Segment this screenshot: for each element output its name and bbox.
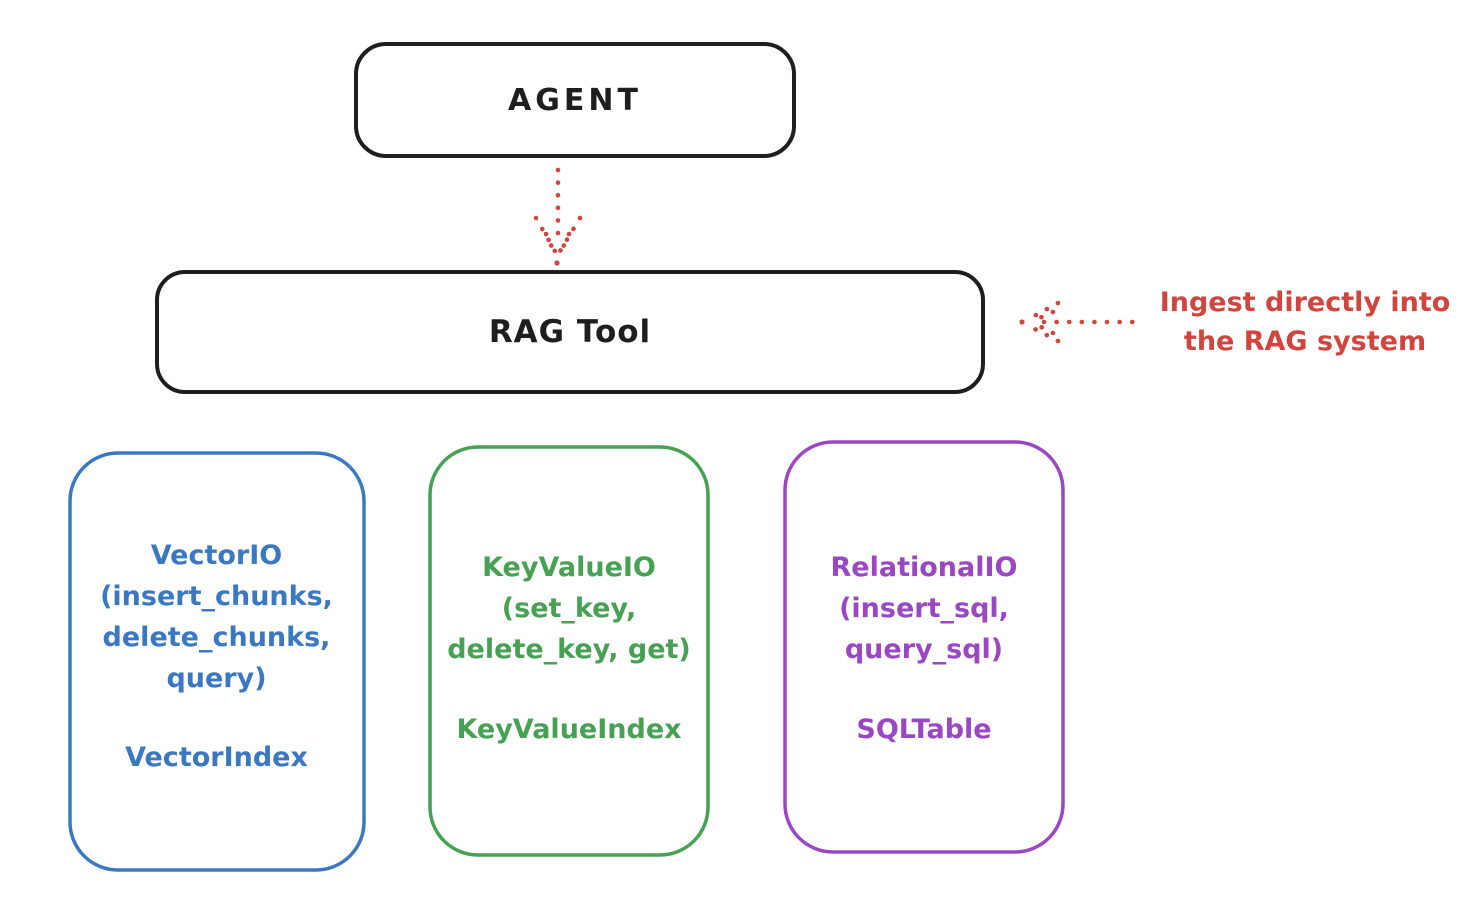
vector-index-label: VectorIndex [125,742,308,773]
arrow-wing-inner-right [556,231,572,259]
annotation-arrow-tip-dot [1019,319,1025,325]
arrow-wing-inner-bottom [1028,319,1056,336]
relational-io-title: RelationalIO [830,552,1018,583]
sql-table-label: SQLTable [856,714,992,745]
agent-box-label: AGENT [508,82,642,118]
relational-io-box-outline [783,440,1065,854]
keyvalue-io-methods: KeyValueIO (set_key, delete_key, get) [429,547,709,670]
vector-io-box-outline [68,451,366,872]
vector-io-methods: VectorIO (insert_chunks, delete_chunks, … [68,535,365,699]
keyvalue-io-method-line: delete_key, get) [447,634,691,665]
rag-tool-box-outline [155,270,985,394]
keyvalue-index-label: KeyValueIndex [456,714,682,745]
vector-io-method-line: query) [166,663,267,694]
keyvalue-io-method-line: (set_key, [501,593,637,624]
agent-box-outline [354,42,796,158]
annotation-to-rag-arrow [1024,300,1136,344]
arrow-wing-inner-top [1028,309,1056,325]
relational-io-methods: RelationalIO (insert_sql, query_sql) [784,547,1064,670]
keyvalue-io-box-outline [428,445,710,857]
relational-io-method-line: (insert_sql, [839,593,1009,624]
ingest-annotation: Ingest directly into the RAG system [1138,283,1472,361]
vector-io-method-line: delete_chunks, [102,622,331,653]
arrow-wing-inner-left [543,231,559,259]
agent-to-rag-arrow [533,167,583,259]
relational-io-method-line: query_sql) [844,634,1004,665]
ingest-annotation-line-2: the RAG system [1183,326,1427,357]
keyvalue-io-title: KeyValueIO [482,552,656,583]
vector-io-method-line: (insert_chunks, [100,581,333,612]
vector-io-title: VectorIO [150,540,283,571]
agent-arrow-tip-dot [554,260,560,266]
ingest-annotation-line-1: Ingest directly into [1159,287,1451,318]
rag-tool-box-label: RAG Tool [488,314,652,350]
